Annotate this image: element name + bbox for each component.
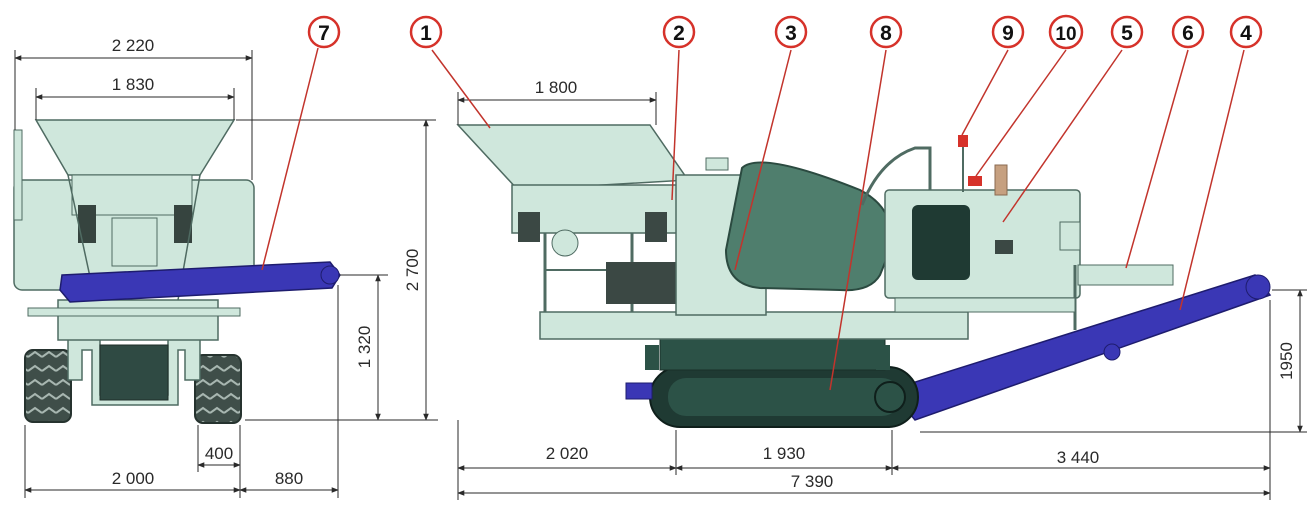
svg-text:2: 2	[673, 22, 685, 45]
front-conveyor	[59, 261, 341, 303]
dim-front-hopper-width: 1 830	[112, 75, 155, 94]
front-left-track	[24, 349, 72, 423]
dim-side-front-length: 2 020	[546, 444, 589, 463]
callout-8: 8	[869, 15, 903, 49]
hopper	[456, 124, 690, 191]
dim-side-track-length: 1 930	[763, 444, 806, 463]
leader-lines	[261, 47, 1245, 391]
remote-control-arm	[1077, 264, 1174, 286]
svg-text:6: 6	[1182, 22, 1194, 45]
callout-1: 1	[409, 15, 443, 49]
front-right-track	[194, 354, 242, 424]
dim-total-height: 2 700	[403, 249, 422, 292]
dim-side-total-length: 7 390	[791, 472, 834, 491]
svg-text:4: 4	[1240, 22, 1252, 45]
callout-5: 5	[1110, 15, 1144, 49]
svg-text:3: 3	[785, 22, 797, 45]
dim-front-conveyor-overhang: 880	[275, 469, 303, 488]
front-chassis-bar	[27, 307, 241, 317]
svg-text:9: 9	[1002, 22, 1014, 45]
callout-4: 4	[1229, 15, 1263, 49]
hydraulic-hose	[860, 146, 932, 206]
front-view	[13, 119, 341, 424]
svg-text:5: 5	[1121, 22, 1133, 45]
front-side-panel	[13, 129, 23, 221]
callout-7: 7	[307, 15, 341, 49]
flywheel-cover	[724, 161, 893, 292]
dim-front-conveyor-height: 1 320	[355, 326, 374, 369]
dim-front-track-width: 2 000	[112, 469, 155, 488]
front-lower-box	[99, 344, 169, 401]
warning-beacon	[958, 135, 968, 147]
fuel-cap	[968, 176, 982, 186]
callout-3: 3	[774, 15, 808, 49]
side-view	[456, 124, 1272, 428]
svg-text:1: 1	[420, 22, 432, 45]
front-hopper	[34, 119, 236, 176]
exhaust-stack	[994, 164, 1008, 196]
callout-10: 10	[1048, 14, 1084, 50]
dim-side-hopper-length: 1 800	[535, 78, 578, 97]
front-frame	[57, 299, 219, 341]
dim-side-conveyor-length: 3 440	[1057, 448, 1100, 467]
dim-side-discharge-height: 1950	[1277, 342, 1296, 380]
callout-2: 2	[662, 15, 696, 49]
callout-9: 9	[991, 15, 1025, 49]
dimension-lines	[14, 50, 1307, 500]
dim-front-track-gap: 400	[205, 444, 233, 463]
front-spring-left	[78, 205, 96, 243]
front-spring-right	[174, 205, 192, 243]
undercarriage	[659, 334, 886, 371]
svg-text:10: 10	[1055, 24, 1076, 45]
svg-text:7: 7	[318, 22, 330, 45]
dim-front-total-width: 2 220	[112, 36, 155, 55]
callout-6: 6	[1171, 15, 1205, 49]
svg-text:8: 8	[880, 22, 892, 45]
chassis	[539, 311, 969, 340]
front-motor	[111, 217, 158, 267]
